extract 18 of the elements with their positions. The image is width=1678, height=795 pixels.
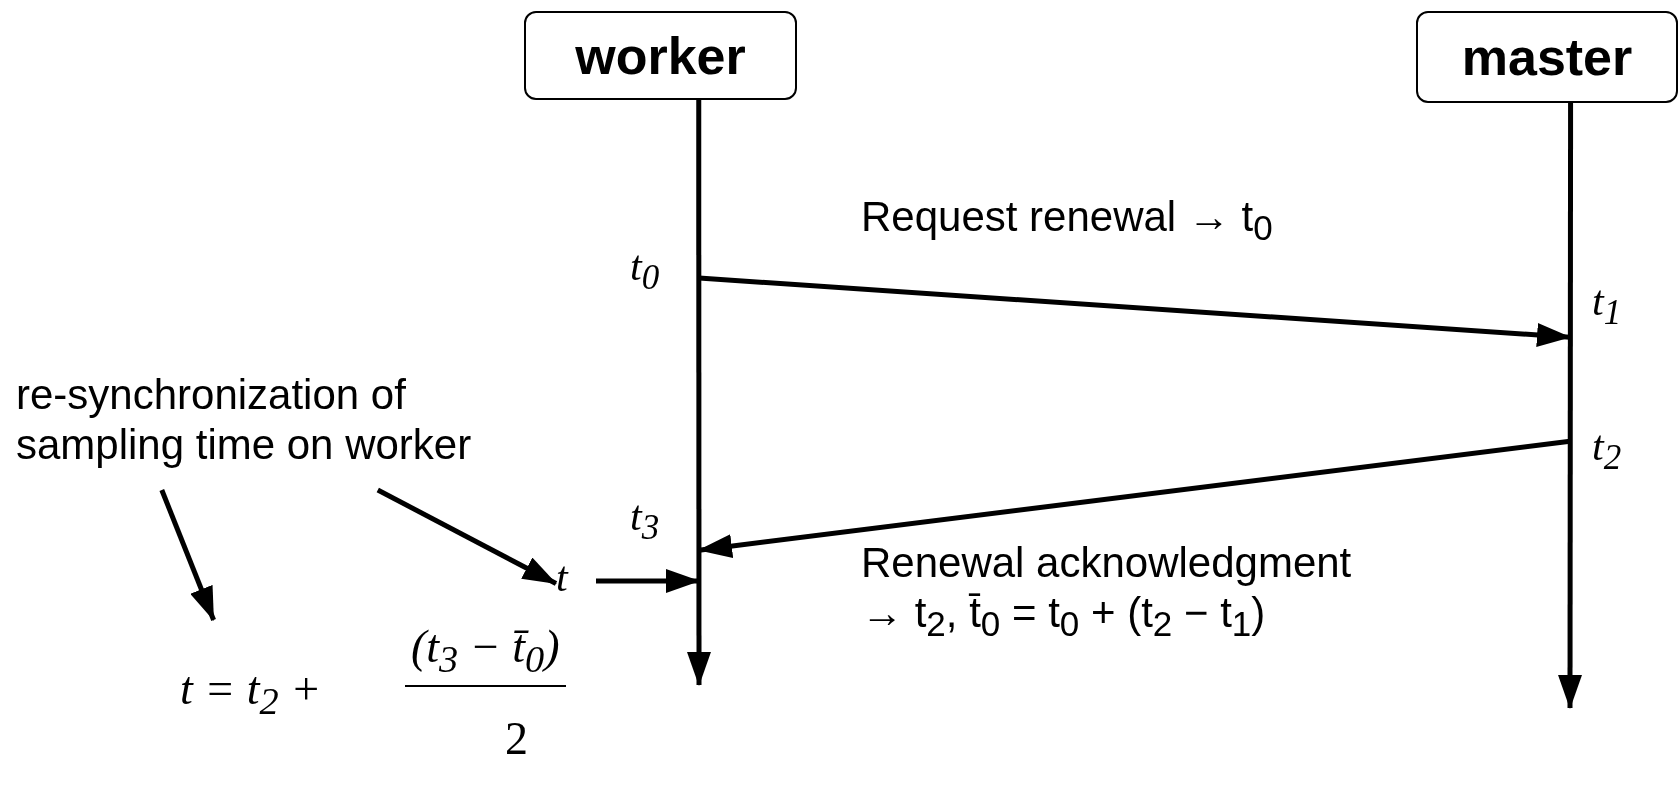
time-label: t [556,556,596,606]
time-label: t$_{1}$ [1570,280,1640,345]
lifeline-arrow [687,100,711,686]
fraction-denominator: 2 [505,712,528,765]
time-label: t$_{0}$ [622,245,699,295]
time-label: t$_{2}$ [1570,425,1640,485]
time-label: t$_{3}$ [622,495,699,587]
arrow [596,569,700,593]
arrow [698,438,1571,558]
note-text: re-synchronization of sampling time on worker [16,370,556,490]
formula-text: t = t$_{2}$ + [180,662,322,724]
arrow [376,487,558,586]
lifeline-arrow [1558,103,1583,709]
arrow [698,275,1571,347]
actor-box: worker [524,11,797,100]
arrow [159,489,216,621]
actor-box: master [1416,11,1678,103]
fraction-numerator: (t$_{3}$ − t̄$_{0}$) [405,620,566,688]
